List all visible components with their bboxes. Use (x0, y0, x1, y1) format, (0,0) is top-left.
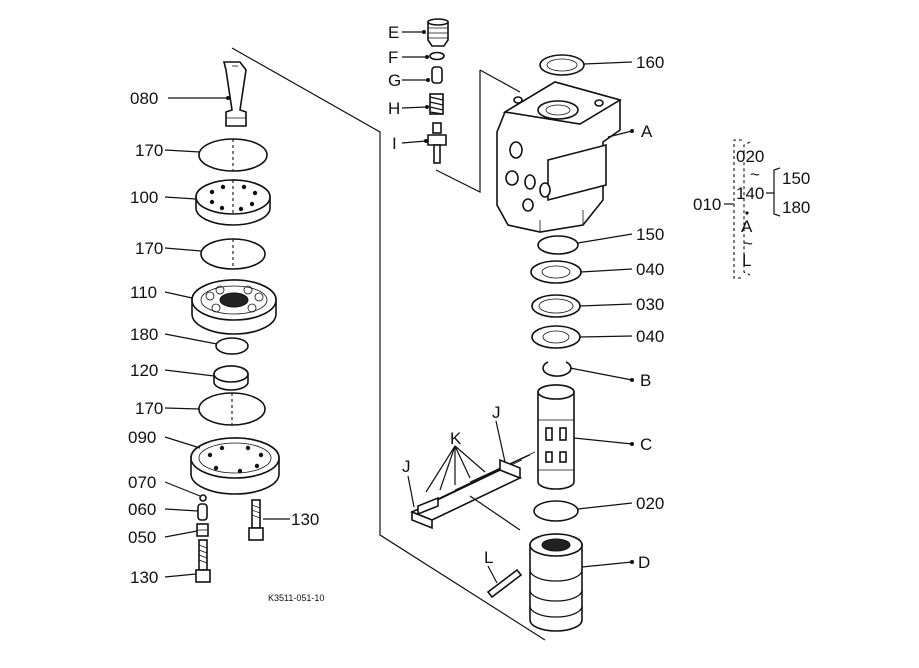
label-170-top[interactable]: 170 (135, 141, 163, 160)
label-090[interactable]: 090 (128, 428, 156, 447)
shaft-080[interactable] (222, 61, 247, 127)
label-120[interactable]: 120 (130, 361, 158, 380)
label-130-left[interactable]: 130 (130, 568, 158, 587)
label-F[interactable]: F (388, 48, 398, 67)
legend-tilde-2: ~ (743, 234, 753, 253)
plug-050[interactable] (196, 523, 209, 537)
housing-A[interactable] (496, 81, 623, 233)
seal-160[interactable] (539, 54, 585, 76)
end-cap-090[interactable] (190, 437, 280, 495)
label-030[interactable]: 030 (636, 295, 664, 314)
bearing-030[interactable] (531, 294, 581, 318)
label-160[interactable]: 160 (636, 53, 664, 72)
label-H[interactable]: H (388, 99, 400, 118)
label-180[interactable]: 180 (130, 325, 158, 344)
plunger-G[interactable] (431, 66, 443, 84)
label-130-right[interactable]: 130 (291, 510, 319, 529)
washer-F[interactable] (429, 51, 445, 61)
label-050[interactable]: 050 (128, 528, 156, 547)
assembly-legend: 020 ~ 140 010 150 180 A ~ L (693, 139, 810, 279)
label-B[interactable]: B (640, 371, 651, 390)
label-110[interactable]: 110 (130, 283, 157, 302)
bolt-130-left[interactable] (195, 539, 211, 583)
o-ring-170-top[interactable] (198, 138, 268, 172)
label-J-left[interactable]: J (402, 457, 411, 476)
spacer-120[interactable] (213, 365, 249, 391)
valve-I[interactable] (427, 122, 447, 164)
label-C[interactable]: C (640, 435, 652, 454)
label-080[interactable]: 080 (130, 89, 158, 108)
label-J-right[interactable]: J (492, 403, 501, 422)
legend-tilde-1: ~ (750, 165, 760, 184)
spool-D[interactable] (529, 533, 583, 632)
o-ring-170-middle[interactable] (200, 238, 266, 270)
snap-ring-B[interactable] (542, 361, 572, 377)
legend-020: 020 (736, 147, 764, 166)
label-D[interactable]: D (638, 553, 650, 572)
o-ring-170-lower[interactable] (198, 392, 266, 426)
label-060[interactable]: 060 (128, 500, 156, 519)
figure-code: K3511-051-10 (268, 593, 324, 603)
pin-060[interactable] (197, 503, 208, 521)
leaf-springs-K[interactable] (410, 451, 536, 530)
assembly-outline (231, 47, 546, 641)
legend-150: 150 (782, 169, 810, 188)
label-170-middle[interactable]: 170 (135, 239, 163, 258)
washer-040-bottom[interactable] (531, 325, 581, 349)
label-K[interactable]: K (450, 429, 462, 448)
label-150[interactable]: 150 (636, 225, 664, 244)
ball-070[interactable] (199, 494, 207, 502)
callout-labels: 080 170 100 170 110 180 120 170 090 070 … (128, 23, 664, 587)
label-020[interactable]: 020 (636, 494, 664, 513)
label-100[interactable]: 100 (130, 188, 158, 207)
washer-040-top[interactable] (530, 260, 582, 284)
relief-cap-E[interactable] (427, 18, 449, 47)
bolt-130-right[interactable] (248, 499, 264, 541)
sleeve-C[interactable] (537, 384, 575, 490)
legend-010: 010 (693, 195, 721, 214)
label-L[interactable]: L (484, 548, 493, 567)
spring-H[interactable] (429, 93, 444, 115)
label-G[interactable]: G (388, 71, 401, 90)
label-E[interactable]: E (388, 23, 399, 42)
gerotor-110[interactable] (191, 279, 277, 335)
label-I[interactable]: I (392, 134, 397, 153)
legend-140: 140 (736, 184, 764, 203)
legend-L: L (742, 251, 751, 270)
label-170-lower[interactable]: 170 (135, 399, 163, 418)
o-ring-150[interactable] (537, 235, 579, 255)
label-040-top[interactable]: 040 (636, 260, 664, 279)
o-ring-180[interactable] (215, 337, 249, 355)
ring-020[interactable] (533, 500, 579, 522)
legend-A: A (741, 217, 753, 236)
label-A[interactable]: A (641, 122, 653, 141)
pin-L[interactable] (486, 568, 523, 599)
label-070[interactable]: 070 (128, 473, 156, 492)
legend-180: 180 (782, 198, 810, 217)
label-040-bottom[interactable]: 040 (636, 327, 664, 346)
plate-100[interactable] (195, 179, 271, 226)
